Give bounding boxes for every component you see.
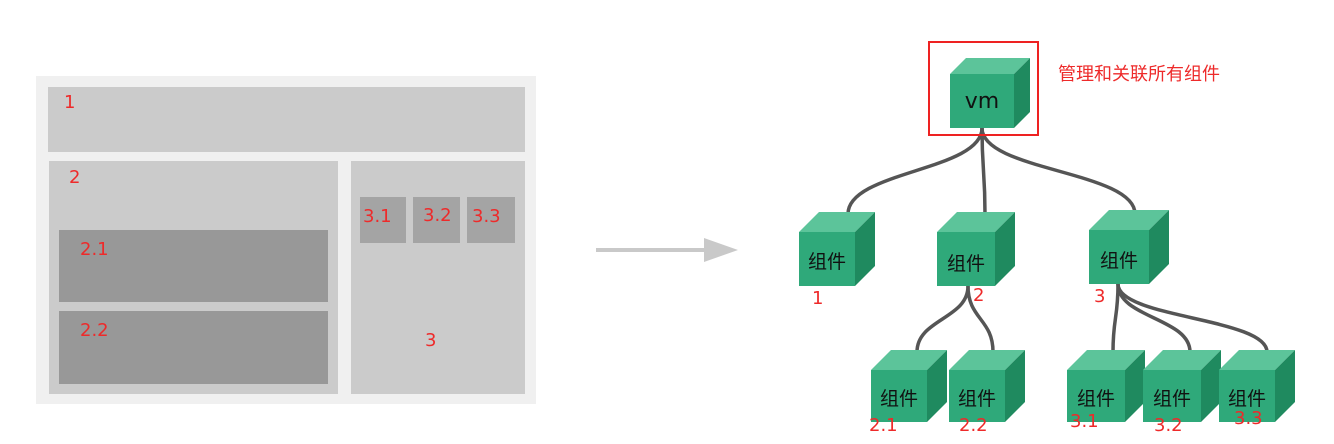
root-vm-label: vm (964, 89, 1000, 114)
connector-vm-2 (980, 127, 987, 215)
component-label: 组件 (1227, 388, 1266, 410)
node-number: 3.3 (1234, 408, 1263, 429)
layout-region-3-3: 3.3 (467, 197, 515, 243)
right-arrow-icon (596, 238, 738, 262)
connector-3-33 (1116, 283, 1269, 353)
root-highlight-box (928, 41, 1039, 136)
region-label: 3.1 (363, 206, 392, 227)
cube-component-2-2 (949, 350, 1025, 422)
cube-component-3-3 (1219, 350, 1295, 422)
connector-vm-3 (980, 127, 1137, 215)
region-label: 2 (69, 167, 81, 188)
region-label: 3 (425, 330, 437, 351)
region-label: 1 (64, 92, 76, 113)
component-label: 组件 (1076, 388, 1115, 410)
region-label: 3.3 (472, 206, 501, 227)
layout-region-3-2: 3.2 (413, 197, 460, 243)
component-label: 组件 (946, 253, 985, 275)
component-label: 组件 (807, 251, 846, 273)
layout-region-2-2: 2.2 (59, 311, 328, 384)
layout-region-3-1: 3.1 (360, 197, 406, 243)
connector-2-22 (966, 285, 995, 353)
layout-region-2-1: 2.1 (59, 230, 328, 302)
connector-3-32 (1116, 283, 1192, 353)
tree-connectors (846, 127, 1269, 353)
connector-vm-1 (846, 127, 984, 215)
node-number: 3 (1094, 286, 1106, 307)
node-number: 3.2 (1154, 415, 1183, 436)
connector-3-31 (1111, 283, 1120, 353)
region-label: 2.2 (80, 320, 109, 341)
component-label: 组件 (1099, 250, 1138, 272)
node-number: 3.1 (1070, 411, 1099, 432)
connector-2-21 (915, 285, 970, 353)
page-layout-mockup: 1 2 2.1 2.2 3 3.1 3.2 3.3 (36, 76, 536, 404)
component-label: 组件 (957, 388, 996, 410)
node-number: 2.2 (959, 415, 988, 436)
layout-region-3: 3 3.1 3.2 3.3 (351, 161, 525, 394)
cube-component-1 (799, 212, 875, 286)
cube-component-2-1 (871, 350, 947, 422)
node-number: 1 (812, 288, 824, 309)
region-label: 2.1 (80, 239, 109, 260)
cube-component-3-2 (1143, 350, 1221, 422)
tree-cubes (799, 58, 1295, 422)
layout-region-1: 1 (48, 87, 525, 152)
component-label: 组件 (1152, 388, 1191, 410)
cube-vm (950, 58, 1030, 128)
layout-region-2: 2 2.1 2.2 (49, 161, 338, 394)
root-caption: 管理和关联所有组件 (1058, 64, 1220, 85)
cube-component-2 (937, 212, 1015, 286)
component-label: 组件 (879, 388, 918, 410)
node-number: 2.1 (869, 415, 898, 436)
cube-component-3-1 (1067, 350, 1145, 422)
region-label: 3.2 (423, 205, 452, 226)
node-number: 2 (973, 285, 985, 306)
cube-component-3 (1089, 210, 1169, 284)
